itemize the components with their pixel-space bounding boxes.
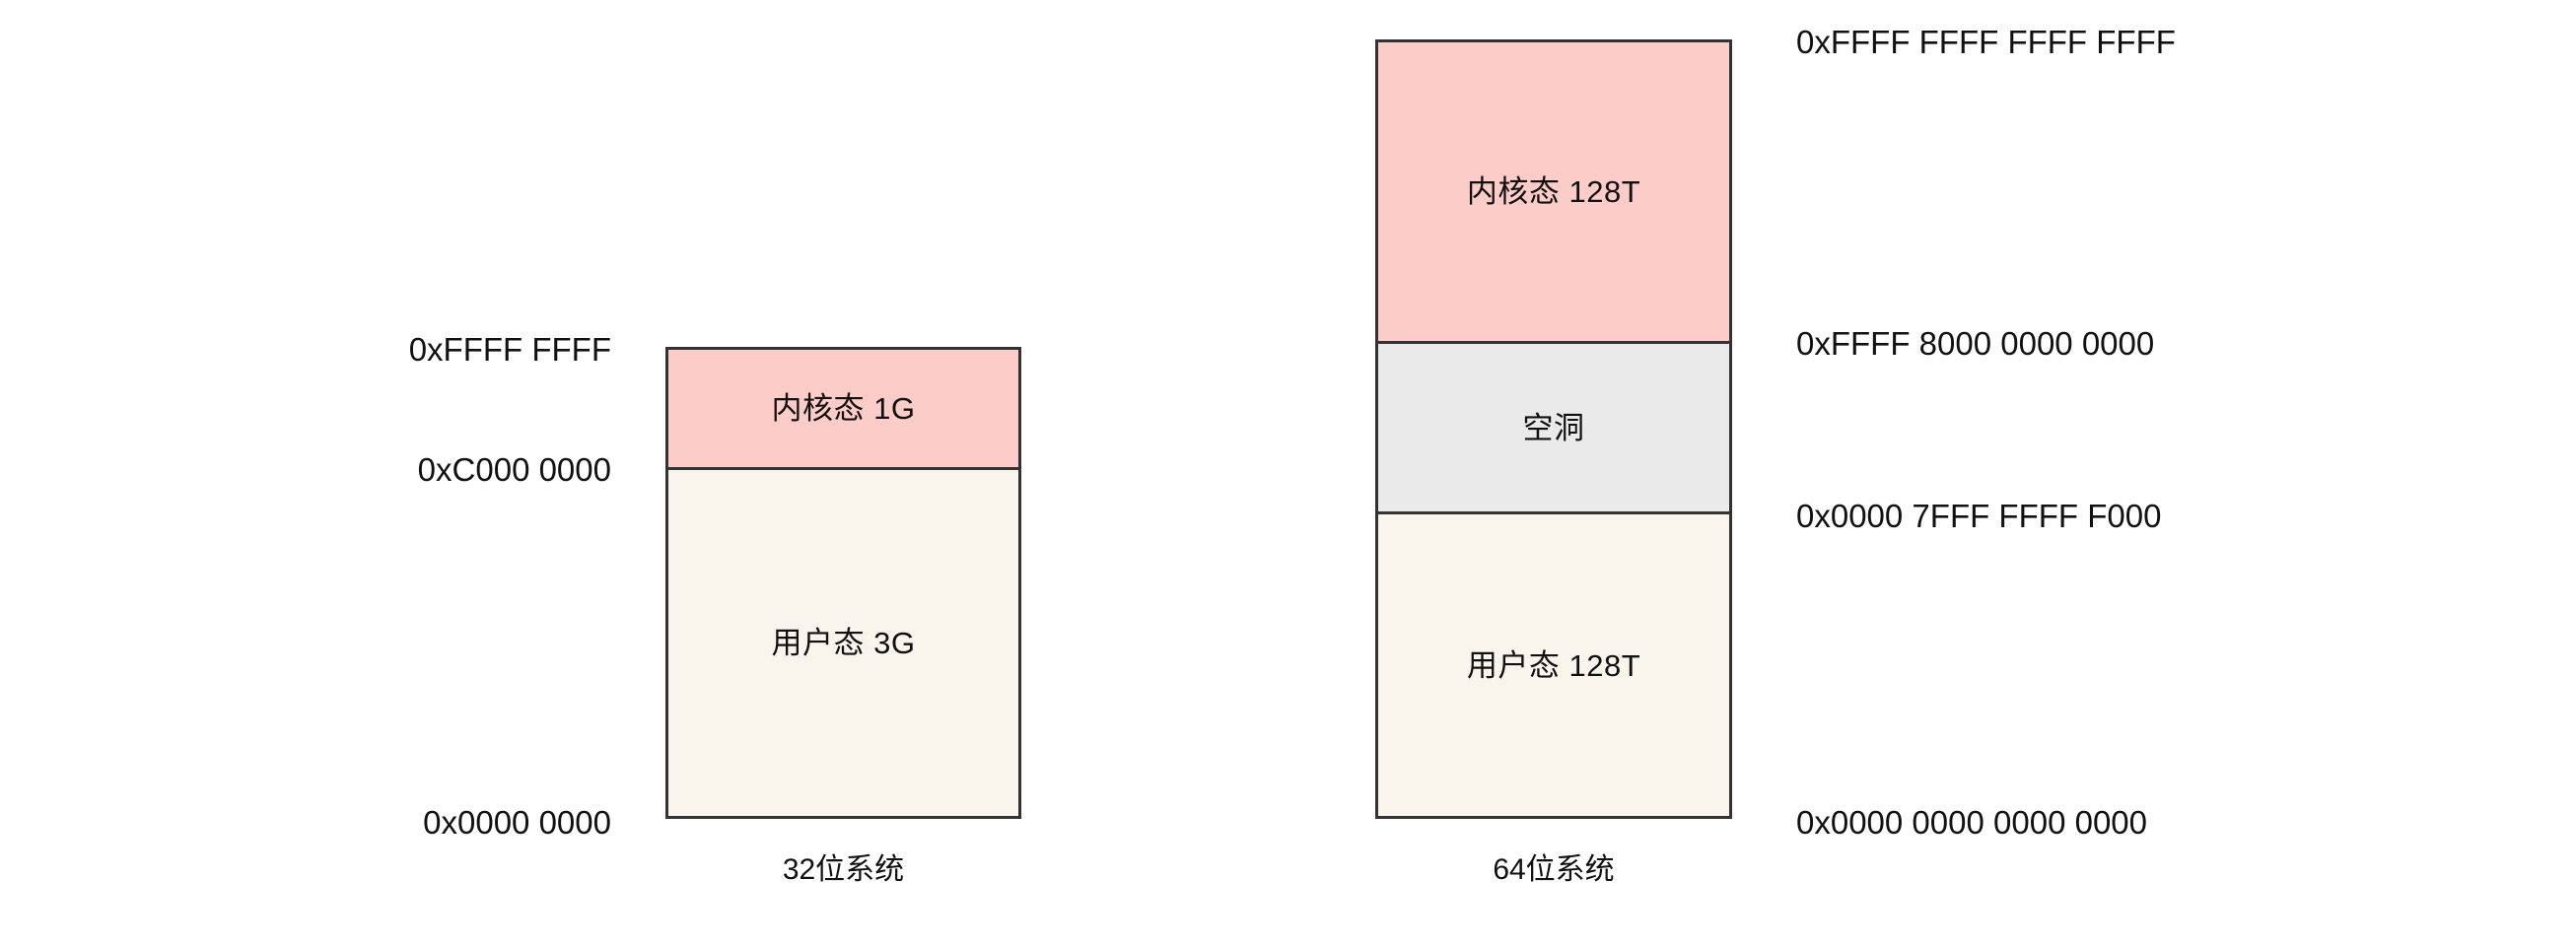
memory-region-label: 空洞 (1522, 410, 1585, 445)
address-label-64bit-bottom: 0x0000 0000 0000 0000 (1796, 804, 2148, 841)
memory-region-user-64bit: 用户态 128T (1378, 511, 1729, 816)
memory-region-kernel-32bit: 内核态 1G (668, 350, 1018, 468)
address-label-64bit-top: 0xFFFF FFFF FFFF FFFF (1796, 24, 2176, 60)
memory-region-label: 用户态 128T (1466, 647, 1641, 683)
memory-region-user-32bit: 用户态 3G (668, 467, 1018, 816)
address-label-64bit-user-top: 0x0000 7FFF FFFF F000 (1796, 498, 2162, 534)
diagram-caption-64bit: 64位系统 (1493, 853, 1615, 886)
memory-region-label: 内核态 1G (771, 391, 916, 427)
memory-region-kernel-64bit: 内核态 128T (1378, 42, 1729, 341)
memory-region-label: 用户态 3G (771, 626, 916, 661)
address-label-32bit-bottom: 0x0000 0000 (423, 804, 611, 841)
memory-column-64bit: 内核态 128T 空洞 用户态 128T (1375, 39, 1732, 819)
memory-column-32bit: 内核态 1G 用户态 3G (665, 347, 1021, 819)
memory-region-label: 内核态 128T (1466, 173, 1641, 209)
diagram-caption-32bit: 32位系统 (782, 853, 905, 886)
address-label-32bit-kernel-base: 0xC000 0000 (417, 451, 611, 488)
address-label-32bit-top: 0xFFFF FFFF (408, 331, 611, 368)
address-label-64bit-kernel-base: 0xFFFF 8000 0000 0000 (1796, 325, 2155, 362)
memory-region-hole-64bit: 空洞 (1378, 340, 1729, 512)
